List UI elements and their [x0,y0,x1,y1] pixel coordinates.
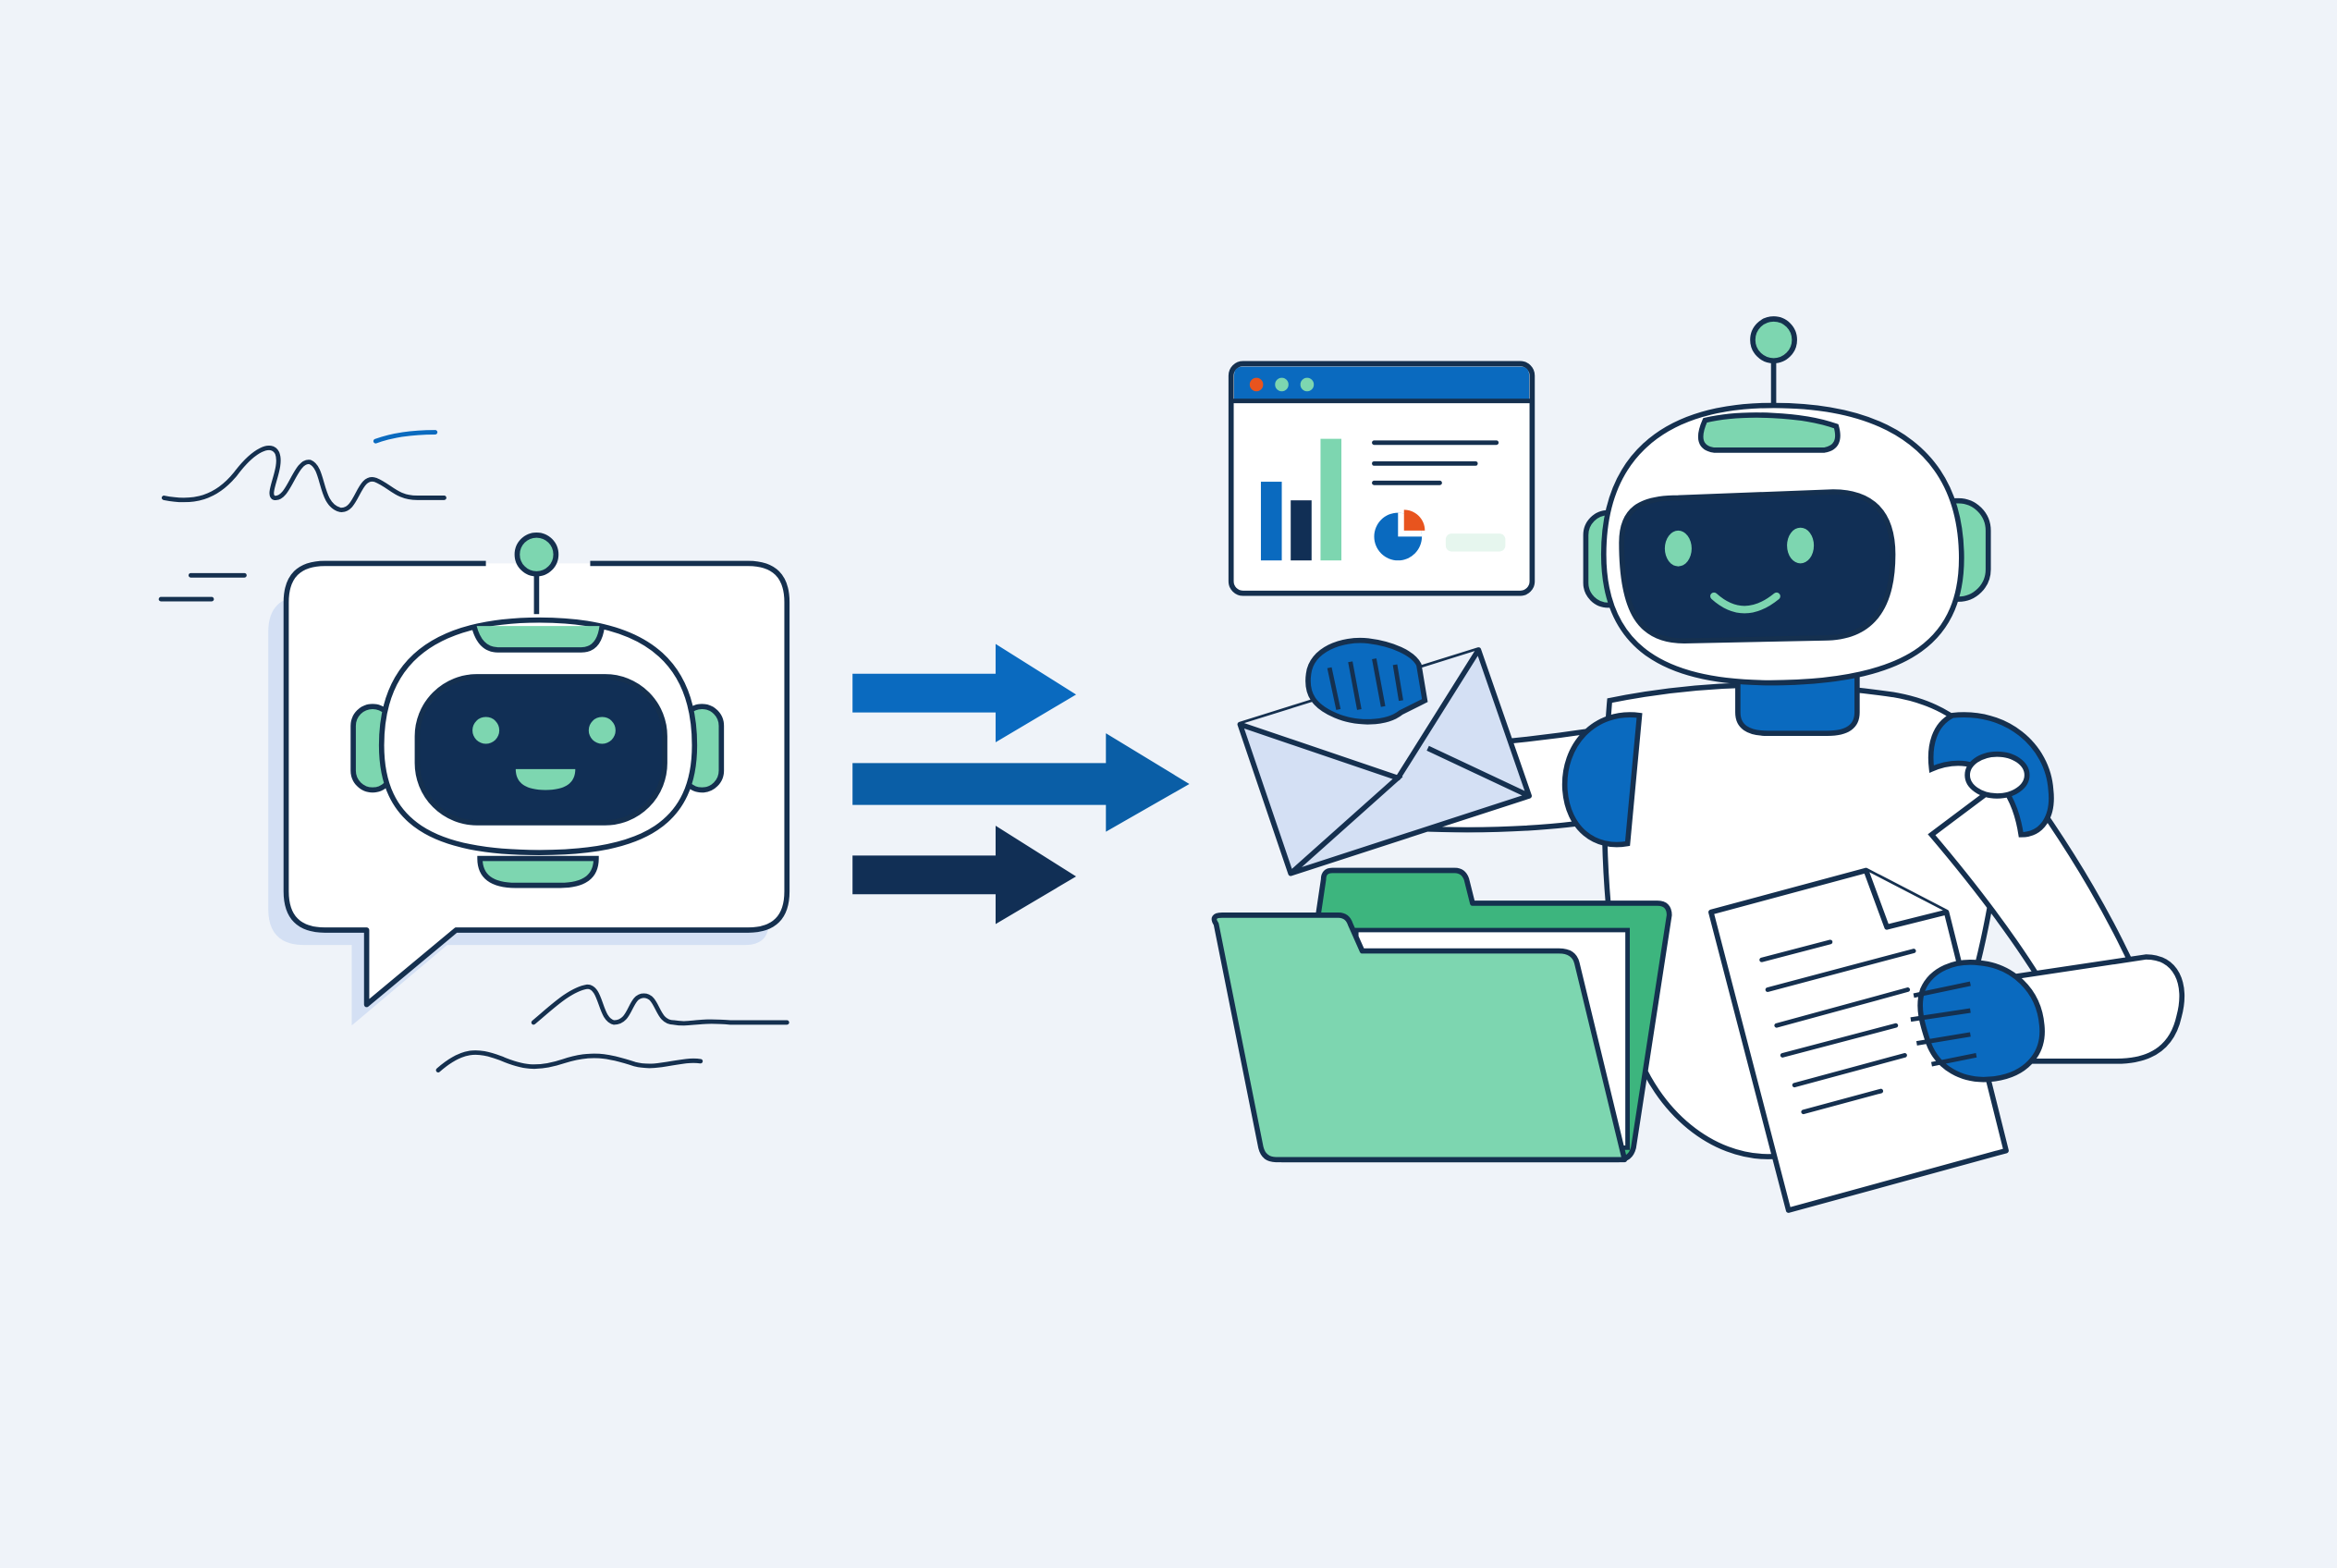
arrow-top [852,643,1077,742]
dashboard-text-lines [1372,440,1499,485]
robot-hand-right [1910,960,2045,1083]
document-icon [1708,867,2009,1213]
robot-hand-left [1305,637,1428,725]
robot-eye-right [588,717,616,744]
dashboard-bar-1 [1260,482,1282,561]
window-dot-green-2 [1300,377,1315,392]
window-dot-red [1249,377,1264,392]
window-dot-green-1 [1275,377,1289,392]
robot-shoulder-left [1561,712,1643,848]
robot-assistant-head [1583,316,1991,686]
robot-eye-right [1787,527,1815,564]
robot-visor [414,674,667,826]
dashboard-window-icon [1228,361,1536,596]
robot-neck [1735,670,1860,737]
robot-shoulder-right [1927,712,2054,838]
robot-smile [1710,592,1780,614]
antenna-bulb [1750,316,1797,363]
antenna-bulb [514,532,559,577]
arrow-middle [852,733,1190,832]
dashboard-bar-2 [1291,500,1312,561]
folder-icon [1211,867,1672,1163]
triple-arrow-right-icon [852,643,1190,925]
dashboard-highlight [1445,533,1506,552]
robot-eye-left [472,717,500,744]
dashboard-bar-3 [1320,438,1342,561]
chatbot-speech-bubble-icon [268,532,790,1026]
dashboard-bars [1260,438,1342,561]
robot-smile [515,768,576,790]
dashboard-titlebar [1233,366,1530,400]
robot-eye-left [1664,530,1692,567]
robot-visor [1619,489,1896,644]
dashboard-pie-chart [1374,509,1425,561]
motion-squiggle-lines [158,430,789,1072]
document-text-lines [1759,939,1916,1115]
arrow-bottom [852,826,1077,925]
